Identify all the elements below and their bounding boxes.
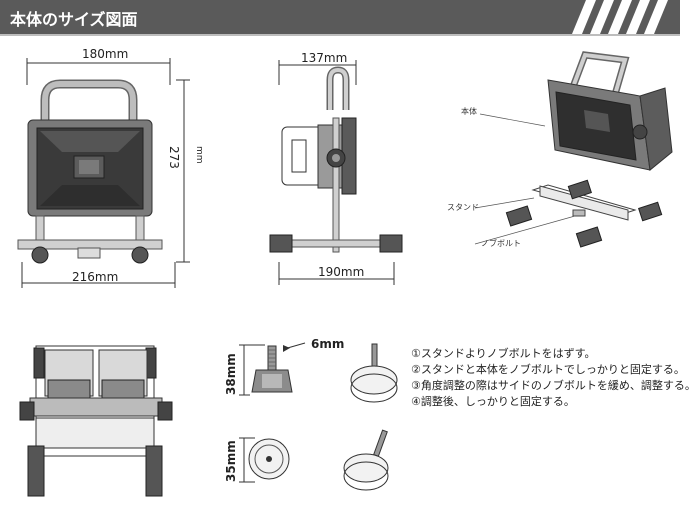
bolt-height-label: 38mm: [224, 353, 238, 395]
isometric-view-drawing: [474, 51, 673, 248]
assembly-instructions: ①スタンドよりノブボルトをはずす。 ②スタンドと本体をノブボルトでしっかりと固定…: [411, 346, 696, 410]
front-width-top-label: 180mm: [82, 47, 129, 61]
knob-diameter-label: 35mm: [224, 440, 238, 482]
front-width-bottom-label: 216mm: [72, 270, 119, 284]
section-header: 本体のサイズ図面: [0, 0, 680, 34]
section-title: 本体のサイズ図面: [10, 10, 138, 29]
bolt-label: ノブボルト: [481, 239, 521, 248]
top-view-drawing: [19, 345, 173, 497]
side-depth-bottom-label: 190mm: [318, 265, 365, 279]
instruction-step-1: ①スタンドよりノブボルトをはずす。: [411, 347, 596, 360]
header-stripes: [572, 0, 668, 34]
header-underline: [0, 34, 680, 36]
front-view-drawing: [17, 58, 190, 288]
instruction-step-4: ④調整後、しっかりと固定する。: [411, 395, 575, 408]
instruction-step-2: ②スタンドと本体をノブボルトでしっかりと固定する。: [411, 363, 685, 376]
knob-bolt-drawings: [239, 342, 398, 491]
instruction-step-3: ③角度調整の際はサイドのノブボルトを緩め、調整する。: [411, 379, 696, 392]
side-view-drawing: [269, 60, 403, 285]
side-depth-top-label: 137mm: [301, 51, 348, 65]
stand-label: スタンド: [447, 203, 479, 212]
thread-width-label: 6mm: [311, 337, 345, 351]
body-label: 本体: [461, 107, 477, 116]
